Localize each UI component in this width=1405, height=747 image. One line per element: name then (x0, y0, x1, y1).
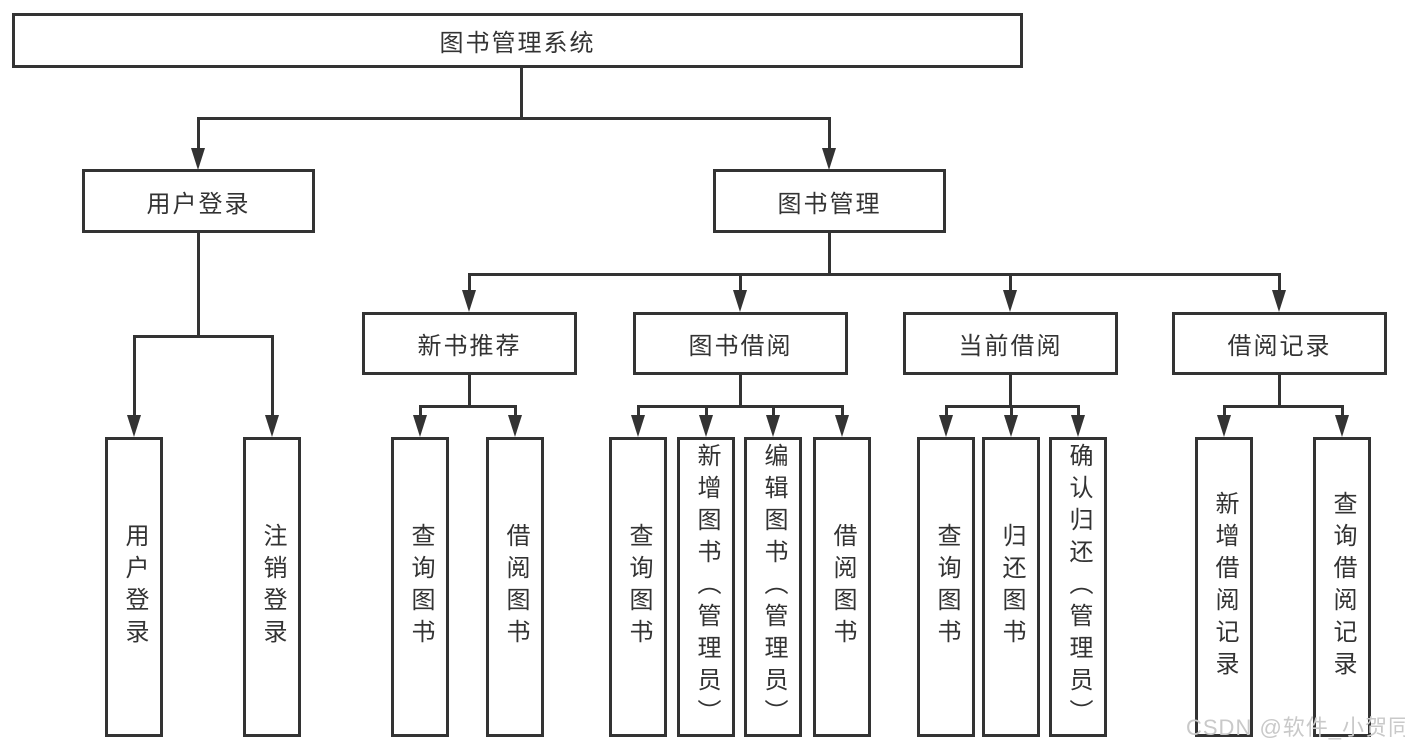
connector-arrowhead (508, 415, 522, 437)
node-current-borrowing: 当前借阅 (903, 312, 1118, 375)
leaf-confirm-return-admin: 确认归还（管理员） (1049, 437, 1107, 737)
leaf-label: 借阅图书 (502, 523, 529, 651)
node-borrowing-records: 借阅记录 (1172, 312, 1387, 375)
connector-arrowhead (191, 148, 205, 170)
connector-line (945, 408, 948, 417)
connector-line (197, 117, 831, 120)
connector-line (637, 405, 844, 408)
connector-line (468, 375, 471, 405)
connector-arrowhead (822, 148, 836, 170)
connector-arrowhead (1335, 415, 1349, 437)
connector-line (1341, 408, 1344, 417)
connector-line (828, 233, 831, 273)
connector-line (1278, 375, 1281, 405)
node-book-borrowing: 图书借阅 (633, 312, 848, 375)
connector-line (637, 408, 640, 417)
leaf-query-borrow-record: 查询借阅记录 (1313, 437, 1371, 737)
connector-line (772, 408, 775, 417)
leaf-user-login: 用户登录 (105, 437, 163, 737)
leaf-query-books-current: 查询图书 (917, 437, 975, 737)
leaf-label: 归还图书 (998, 523, 1025, 651)
leaf-label: 查询图书 (625, 523, 652, 651)
leaf-label: 用户登录 (121, 523, 148, 651)
connector-line (419, 405, 517, 408)
connector-line (197, 233, 200, 335)
connector-arrowhead (265, 415, 279, 437)
connector-line (1223, 405, 1344, 408)
connector-line (468, 276, 471, 292)
connector-arrowhead (939, 415, 953, 437)
connector-line (1010, 408, 1013, 417)
leaf-logout: 注销登录 (243, 437, 301, 737)
leaf-label: 查询图书 (407, 523, 434, 651)
connector-line (271, 338, 274, 417)
watermark: CSDN @软件_小贺同学 (1186, 715, 1405, 740)
connector-line (419, 408, 422, 417)
connector-line (1009, 375, 1012, 405)
connector-arrowhead (1071, 415, 1085, 437)
node-new-book-recommendation: 新书推荐 (362, 312, 577, 375)
connector-arrowhead (835, 415, 849, 437)
leaf-return-book: 归还图书 (982, 437, 1040, 737)
connector-line (514, 408, 517, 417)
connector-arrowhead (699, 415, 713, 437)
leaf-label: 新增借阅记录 (1211, 491, 1238, 683)
connector-line (1009, 276, 1012, 292)
leaf-query-books-recommend: 查询图书 (391, 437, 449, 737)
node-user-login: 用户登录 (82, 169, 315, 233)
connector-arrowhead (733, 290, 747, 312)
connector-line (1223, 408, 1226, 417)
connector-arrowhead (462, 290, 476, 312)
leaf-label: 确认归还（管理员） (1065, 443, 1092, 731)
connector-line (197, 120, 200, 150)
leaf-label: 注销登录 (259, 523, 286, 651)
node-book-management: 图书管理 (713, 169, 946, 233)
connector-line (739, 276, 742, 292)
leaf-label: 借阅图书 (829, 523, 856, 651)
connector-arrowhead (127, 415, 141, 437)
connector-line (133, 335, 274, 338)
connector-arrowhead (631, 415, 645, 437)
connector-line (841, 408, 844, 417)
connector-arrowhead (1272, 290, 1286, 312)
connector-arrowhead (766, 415, 780, 437)
connector-arrowhead (1217, 415, 1231, 437)
connector-line (828, 120, 831, 150)
leaf-query-books-borrowing: 查询图书 (609, 437, 667, 737)
leaf-borrow-books-recommend: 借阅图书 (486, 437, 544, 737)
connector-line (945, 405, 1080, 408)
connector-arrowhead (413, 415, 427, 437)
connector-line (1278, 276, 1281, 292)
leaf-borrow-books-borrowing: 借阅图书 (813, 437, 871, 737)
connector-line (1077, 408, 1080, 417)
connector-line (520, 68, 523, 117)
leaf-label: 查询图书 (933, 523, 960, 651)
leaf-add-borrow-record: 新增借阅记录 (1195, 437, 1253, 737)
connector-line (705, 408, 708, 417)
connector-line (739, 375, 742, 405)
leaf-add-book-admin: 新增图书（管理员） (677, 437, 735, 737)
connector-arrowhead (1004, 415, 1018, 437)
connector-line (468, 273, 1281, 276)
leaf-edit-book-admin: 编辑图书（管理员） (744, 437, 802, 737)
connector-line (133, 338, 136, 417)
leaf-label: 编辑图书（管理员） (760, 443, 787, 731)
leaf-label: 新增图书（管理员） (693, 443, 720, 731)
leaf-label: 查询借阅记录 (1329, 491, 1356, 683)
node-root: 图书管理系统 (12, 13, 1023, 68)
connector-arrowhead (1003, 290, 1017, 312)
